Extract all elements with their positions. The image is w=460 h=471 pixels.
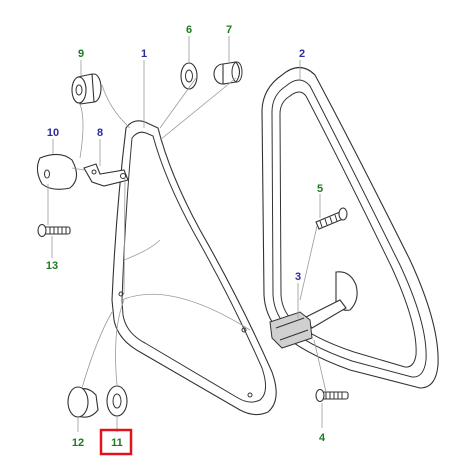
callout-13[interactable]: 13	[46, 260, 58, 272]
highlight-box-11	[99, 428, 133, 456]
washer-6[interactable]	[180, 62, 198, 90]
callout-3[interactable]: 3	[295, 271, 301, 283]
quarter-glass-panel[interactable]	[111, 120, 277, 416]
callout-5[interactable]: 5	[317, 183, 323, 195]
leader-lines	[47, 36, 327, 432]
callout-12[interactable]: 12	[72, 437, 84, 449]
callout-2[interactable]: 2	[299, 48, 305, 60]
catch-latch[interactable]	[269, 271, 358, 349]
callout-4[interactable]: 4	[319, 432, 326, 444]
callout-9[interactable]: 9	[78, 48, 84, 60]
spacer-7[interactable]	[213, 61, 243, 85]
grommet-9[interactable]	[71, 73, 102, 105]
cap-12[interactable]	[67, 386, 99, 418]
screw-13[interactable]	[37, 223, 71, 238]
cover-10[interactable]	[36, 153, 78, 190]
screw-4[interactable]	[315, 388, 349, 403]
washer-11[interactable]	[106, 385, 128, 417]
opening-glass-frame[interactable]	[261, 66, 439, 389]
callout-1[interactable]: 1	[141, 48, 147, 60]
callout-labels: 1 2 3 4 5 6 7 8 9 10 11 12 13	[46, 24, 326, 449]
screw-5[interactable]	[315, 207, 348, 230]
callout-11[interactable]: 11	[111, 437, 123, 449]
callout-6[interactable]: 6	[186, 24, 192, 36]
callout-7[interactable]: 7	[226, 24, 232, 36]
callout-8[interactable]: 8	[97, 127, 103, 139]
callout-10[interactable]: 10	[47, 127, 59, 139]
bracket-8[interactable]	[83, 163, 129, 187]
